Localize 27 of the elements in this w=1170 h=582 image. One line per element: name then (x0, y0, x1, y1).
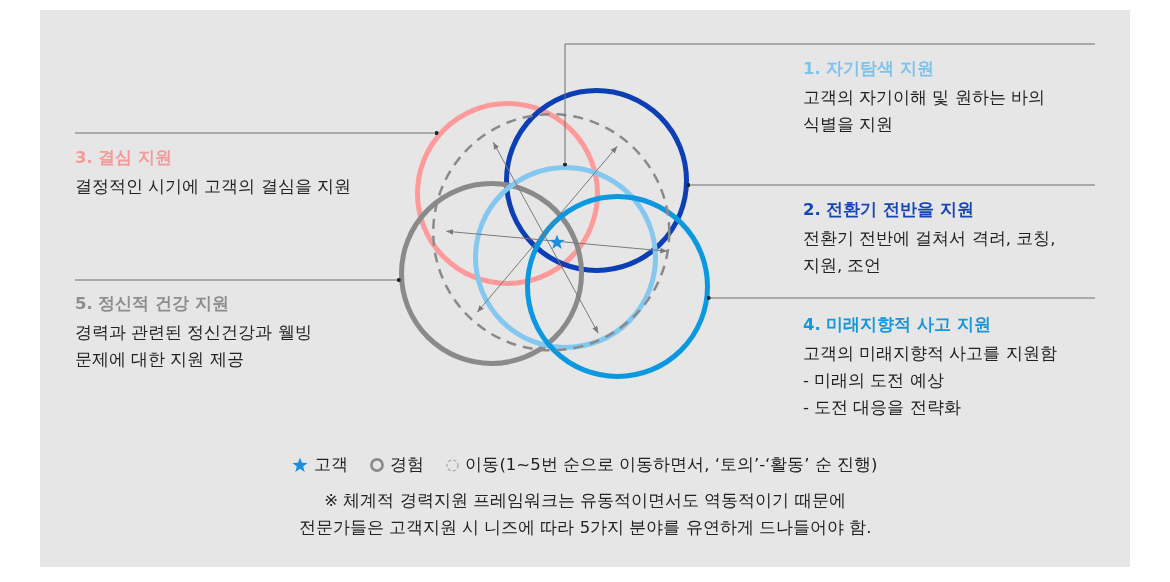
footnote: ※ 체계적 경력지원 프레임워크는 유동적이면서도 역동적이기 때문에 전문가들은 고객지원 시 니즈에 따라 5가지 분야를 유연하게 드나들어야 함. (297, 490, 873, 539)
description: 고객의 자기이해 및 원하는 바의 식별을 지원 (803, 87, 1046, 136)
leader-line (563, 43, 1096, 167)
list-item: - 도전 대응을 전략화 (803, 397, 961, 419)
ring (472, 164, 658, 350)
legend-label: 경험 (390, 454, 425, 476)
ring (398, 180, 584, 366)
ring (414, 100, 600, 286)
ring (524, 193, 710, 379)
description: 경력과 관련된 정신건강과 웰빙 문제에 대한 지원 제공 (75, 322, 313, 371)
leader-line (74, 278, 401, 282)
description: 고객의 미래지향적 사고를 지원함 (803, 343, 1057, 365)
leader-line (686, 183, 1096, 187)
legend-label: 고객 (314, 454, 349, 476)
heading: 4. 미래지향적 사고 지원 (803, 314, 991, 336)
ring (503, 87, 689, 273)
leader-line (74, 131, 439, 135)
leader-line (706, 296, 1096, 300)
heading: 1. 자기탐색 지원 (803, 58, 935, 80)
description: 전환기 전반에 걸쳐서 격려, 코칭, 지원, 조언 (803, 228, 1057, 277)
heading: 3. 결심 지원 (75, 147, 173, 169)
dashed-ring-with-arrows (431, 112, 671, 352)
description: 결정적인 시기에 고객의 결심을 지원 (75, 176, 351, 198)
heading: 5. 정신적 건강 지원 (75, 293, 229, 315)
list-item: - 미래의 도전 예상 (803, 370, 944, 392)
legend-label: 이동(1~5번 순으로 이동하면서, ‘토의’-‘활동’ 순 진행) (465, 454, 878, 476)
heading: 2. 전환기 전반을 지원 (803, 199, 974, 221)
